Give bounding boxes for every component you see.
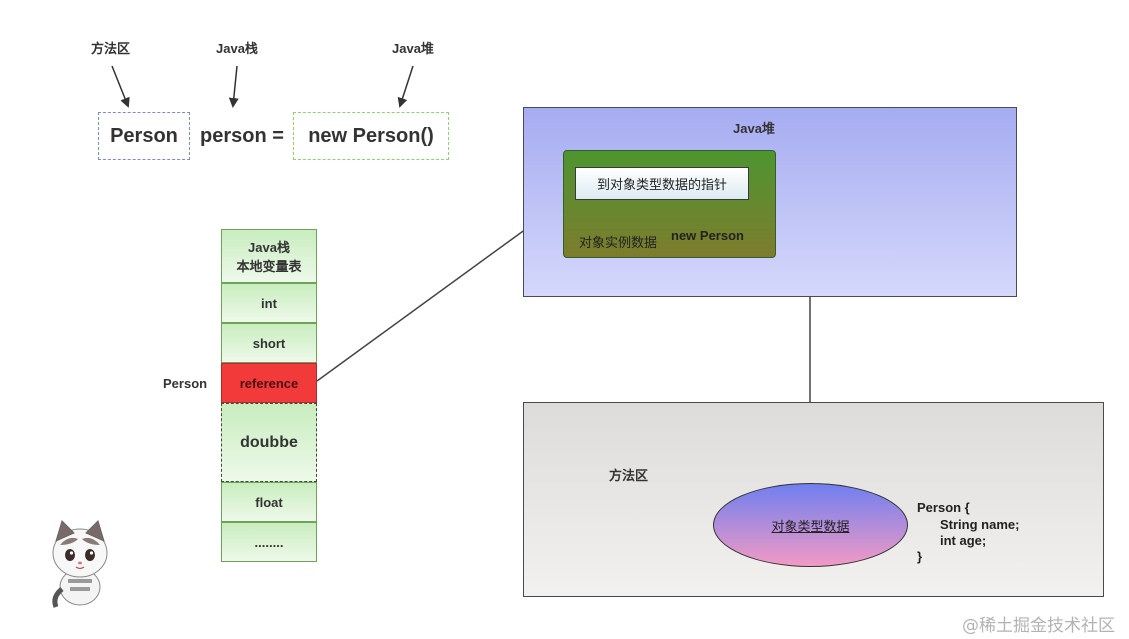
instance-data-label: 对象实例数据 (579, 235, 658, 250)
class-def-line-2: String name; (940, 517, 1020, 532)
type-data-label: 对象类型数据 (771, 518, 850, 534)
arrow-java-stack (228, 65, 239, 108)
arrow-reference-to-object (316, 200, 565, 382)
type-pointer-box: 到对象类型数据的指针 (575, 167, 749, 200)
stack-header-title: Java栈 (248, 240, 290, 255)
stack-header-subtitle: 本地变量表 (236, 259, 302, 274)
code-new-expression-box: new Person() (293, 112, 449, 160)
arrow-method-area (111, 65, 130, 108)
instance-name-label: new Person (671, 228, 744, 243)
annotation-java-stack: Java栈 (216, 41, 258, 56)
code-variable: person = (200, 124, 284, 147)
arrow-java-heap (397, 65, 414, 108)
stack-header: Java栈 本地变量表 (221, 229, 317, 283)
reference-type-label: Person (163, 376, 208, 391)
stack-cell-doubbe: doubbe (221, 403, 317, 482)
stack-cell-ellipsis: ........ (221, 522, 317, 562)
class-def-line-4: } (917, 549, 923, 564)
code-type-box: Person (98, 112, 190, 160)
class-def-line-1: Person { (917, 500, 970, 515)
stack-cell-short: short (221, 323, 317, 363)
stack-cell-int: int (221, 283, 317, 323)
class-def-line-3: int age; (940, 533, 987, 548)
watermark: @稀土掘金技术社区 (962, 616, 1115, 636)
stack-cell-float: float (221, 482, 317, 522)
method-area-title: 方法区 (609, 468, 649, 483)
annotation-java-heap: Java堆 (392, 41, 434, 56)
annotation-method-area: 方法区 (91, 41, 131, 56)
cat-mascot-icon (52, 520, 108, 608)
java-heap-title: Java堆 (733, 121, 775, 136)
type-data-ellipse: 对象类型数据 (713, 483, 908, 567)
stack-cell-reference: reference (221, 363, 317, 403)
